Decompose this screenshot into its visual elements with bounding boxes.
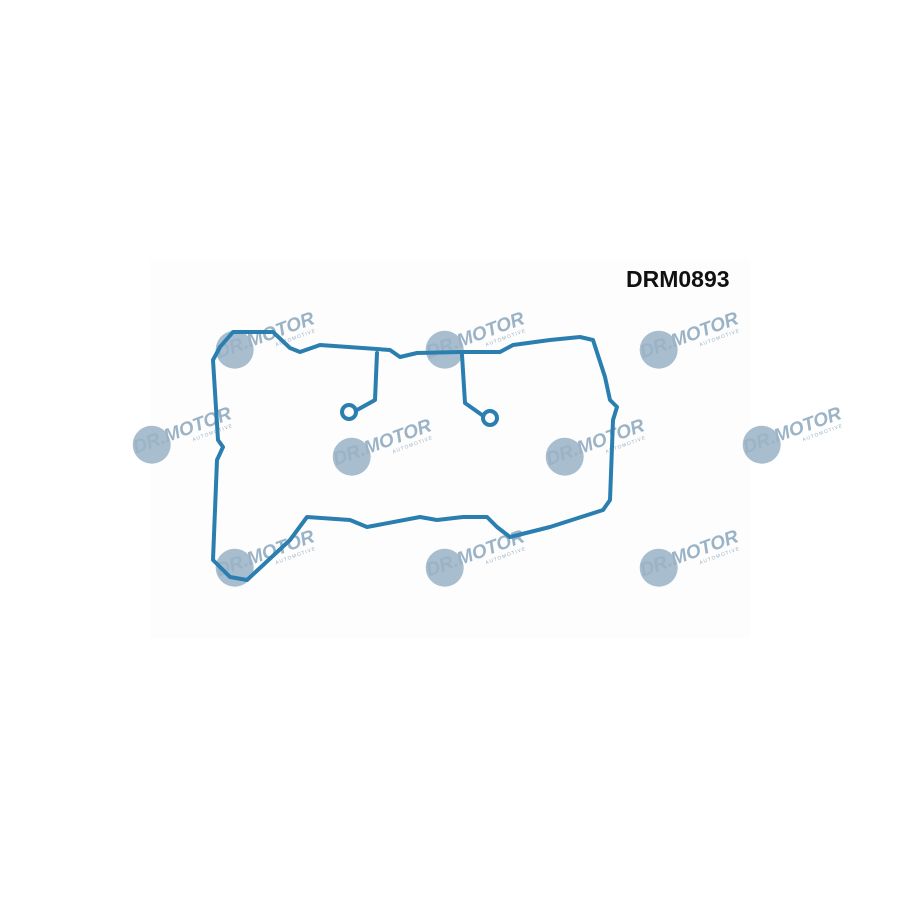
gasket-left-ring: [340, 403, 358, 421]
gasket-right-ring: [481, 409, 499, 427]
gasket-right-branch: [460, 353, 484, 417]
product-code: DRM0893: [626, 266, 730, 292]
gasket-outline: [211, 330, 619, 582]
gasket-left-branch: [355, 351, 379, 412]
